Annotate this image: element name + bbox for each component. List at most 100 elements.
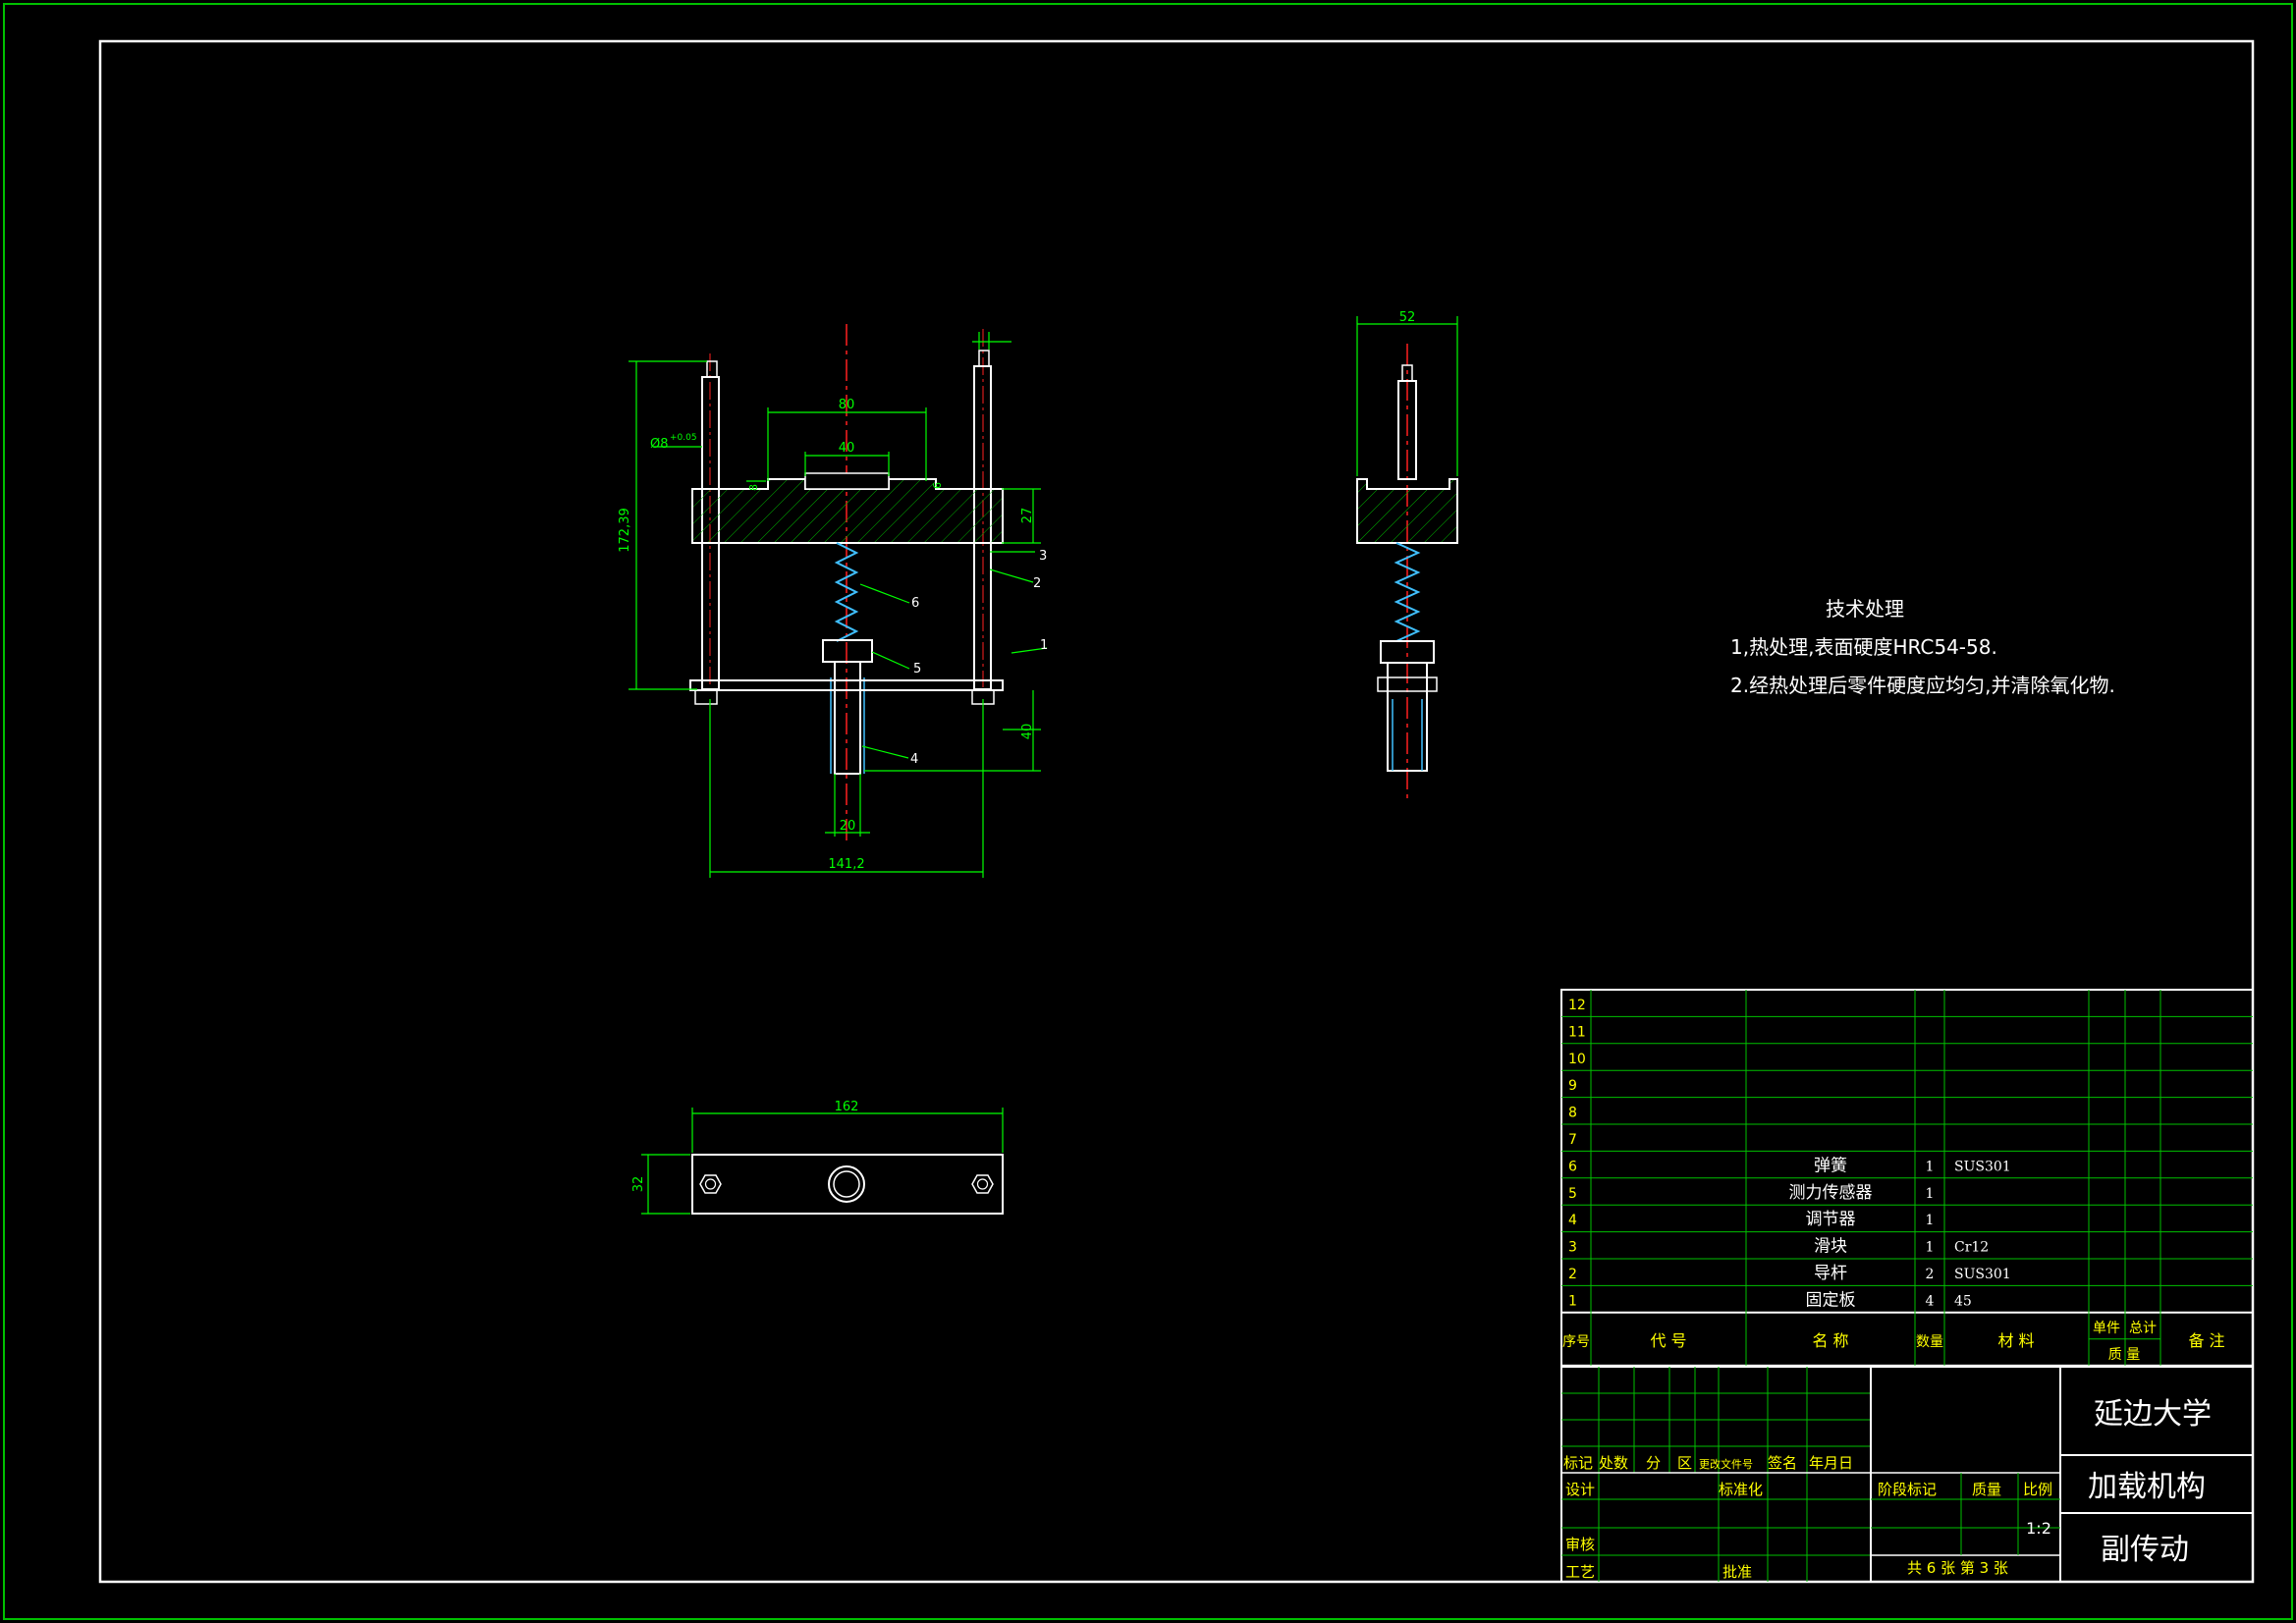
dim-52: 52 — [1399, 310, 1416, 325]
bom-header-qty: 数量 — [1916, 1334, 1943, 1350]
dim-20: 20 — [840, 819, 856, 834]
bom-row-no: 10 — [1568, 1052, 1586, 1067]
bom-row-qty: 4 — [1926, 1293, 1935, 1309]
bom-row-no: 7 — [1568, 1132, 1577, 1148]
side-dimensions — [1356, 316, 1458, 476]
label-mass: 质量 — [1972, 1481, 2001, 1498]
side-slider-block — [1356, 478, 1458, 544]
dim-162: 162 — [835, 1100, 859, 1114]
bom-header-no: 序号 — [1562, 1334, 1590, 1350]
slider-pocket — [804, 472, 890, 490]
bom-row-no: 6 — [1568, 1159, 1577, 1174]
bom-header-name: 名 称 — [1812, 1331, 1848, 1350]
bom-row-no: 4 — [1568, 1213, 1577, 1228]
bom-row-no: 9 — [1568, 1078, 1577, 1094]
tech-notes: 技术处理 1,热处理,表面硬度HRC54-58. 2.经热处理后零件硬度应均匀,… — [1730, 597, 2115, 697]
bom-row-qty: 1 — [1926, 1213, 1935, 1228]
top-right-bolt — [976, 1178, 989, 1190]
top-left-bolt — [704, 1178, 717, 1190]
callout-2: 2 — [1033, 576, 1041, 591]
label-standard: 标准化 — [1719, 1481, 1763, 1498]
side-guide-rod — [1397, 380, 1417, 480]
label-sheets: 共 6 张 第 3 张 — [1907, 1559, 2008, 1577]
label-design: 设计 — [1565, 1481, 1595, 1498]
dim-6: 6 — [931, 482, 944, 489]
bom-row-no: 2 — [1568, 1267, 1577, 1282]
part-name: 副传动 — [2101, 1533, 2189, 1567]
top-center-hole-inner — [833, 1170, 860, 1198]
left-nut — [694, 689, 718, 705]
bom-row-qty: 1 — [1926, 1186, 1935, 1202]
rev-col-date: 年月日 — [1809, 1454, 1853, 1472]
title-names: 延边大学 加载机构 副传动 — [2088, 1397, 2212, 1567]
bom-row-name: 滑块 — [1814, 1237, 1847, 1257]
bom-row-name: 调节器 — [1806, 1210, 1856, 1229]
bom-row-no: 3 — [1568, 1240, 1577, 1256]
side-spring — [1394, 542, 1421, 642]
label-process: 工艺 — [1565, 1563, 1595, 1581]
side-view: 52 — [1356, 310, 1458, 800]
label-scale: 比例 — [2023, 1481, 2052, 1498]
bom-header-unit: 单件 — [2093, 1321, 2120, 1336]
side-nut — [1377, 676, 1438, 692]
callout-4: 4 — [910, 752, 918, 767]
rev-col-zone-b: 区 — [1677, 1454, 1692, 1472]
callout-5: 5 — [913, 662, 921, 676]
revision-labels: 标记 处数 分 区 更改文件号 签名 年月日 设计 标准化 审核 工艺 批准 阶… — [1563, 1454, 2052, 1581]
bom-row-name: 弹簧 — [1814, 1156, 1847, 1175]
school-name: 延边大学 — [2094, 1397, 2212, 1432]
bom-row-qty: 1 — [1926, 1159, 1935, 1174]
dim-172: 172,39 — [618, 508, 632, 553]
bom-row-no: 5 — [1568, 1186, 1577, 1202]
scale-value: 1:2 — [2026, 1519, 2051, 1538]
bom-header-total: 总计 — [2129, 1321, 2157, 1336]
dim-27: 27 — [1020, 508, 1035, 524]
front-view: 80 40 172,39 27 40 20 141,2 Ø8 +0.05 8 6… — [618, 324, 1048, 878]
callout-6: 6 — [911, 596, 919, 611]
rev-col-zone-a: 分 — [1646, 1454, 1661, 1472]
dim-40: 40 — [839, 441, 855, 456]
fixing-plate — [689, 679, 1004, 691]
bom-header-material: 材 料 — [1997, 1331, 2034, 1350]
adjuster — [834, 661, 861, 775]
callout-3: 3 — [1039, 549, 1047, 564]
bom-header-mass: 质 量 — [2108, 1347, 2140, 1363]
dim-tol: +0.05 — [670, 433, 697, 443]
top-dimensions — [641, 1108, 1004, 1215]
bom-row-name: 固定板 — [1806, 1290, 1856, 1310]
bom-header-code: 代 号 — [1650, 1331, 1686, 1350]
rev-col-sign: 签名 — [1768, 1454, 1797, 1472]
dim-80: 80 — [839, 398, 855, 412]
spring — [834, 542, 859, 642]
callout-1: 1 — [1040, 638, 1048, 653]
top-plate — [691, 1154, 1004, 1215]
front-callout-labels: 1 2 3 4 5 6 — [910, 549, 1048, 767]
tech-notes-line-2: 2.经热处理后零件硬度应均匀,并清除氧化物. — [1730, 674, 2115, 697]
bom-row-qty: 2 — [1926, 1267, 1935, 1282]
bom-row-name: 测力传感器 — [1789, 1183, 1873, 1203]
dim-phi: Ø8 — [650, 437, 669, 452]
tech-notes-line-1: 1,热处理,表面硬度HRC54-58. — [1730, 635, 1997, 659]
bom-row-material: SUS301 — [1954, 1159, 2011, 1174]
title-block: 标记 处数 分 区 更改文件号 签名 年月日 设计 标准化 审核 工艺 批准 阶… — [1560, 1366, 2254, 1583]
label-review: 审核 — [1565, 1536, 1595, 1553]
label-approve: 批准 — [1722, 1563, 1752, 1581]
bom-header-remark: 备 注 — [2188, 1331, 2224, 1350]
rev-col-count: 处数 — [1599, 1454, 1628, 1472]
rev-col-doc: 更改文件号 — [1699, 1457, 1753, 1471]
side-adjuster — [1387, 662, 1428, 772]
front-dimensions — [629, 332, 1048, 878]
outer-border — [3, 3, 2293, 1620]
top-center-hole-outer — [828, 1165, 865, 1203]
top-right-nut — [971, 1174, 994, 1194]
top-view: 162 32 — [631, 1100, 1004, 1215]
assembly-name: 加载机构 — [2088, 1470, 2206, 1504]
bom-row-no: 1 — [1568, 1293, 1577, 1309]
bom-row-name: 导杆 — [1814, 1264, 1847, 1283]
drawing-frame — [98, 39, 2255, 1584]
bom-row-no: 8 — [1568, 1106, 1577, 1121]
dim-141: 141,2 — [828, 857, 864, 872]
